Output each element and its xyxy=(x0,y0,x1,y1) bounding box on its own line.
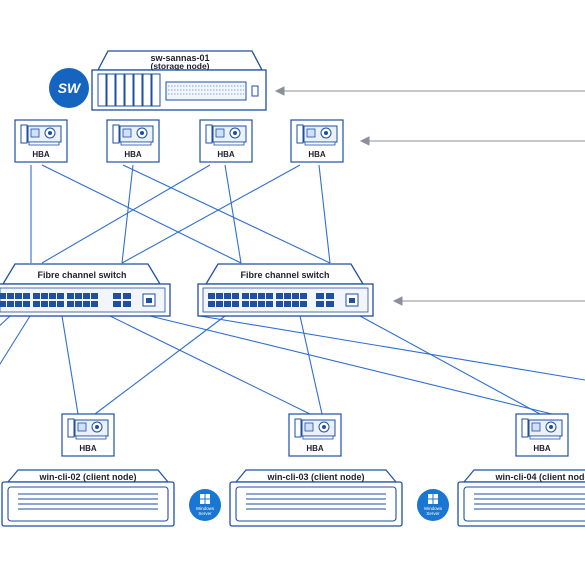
windows-server-badge-2: Windows Server xyxy=(417,489,449,521)
client-node-label: win-cli-03 (client node) xyxy=(266,472,364,482)
storage-node: sw-sannas-01 (storage node) xyxy=(91,50,267,111)
vent-grille xyxy=(165,81,247,101)
windows-server-badge-1: Windows Server xyxy=(189,489,221,521)
storage-node-name: sw-sannas-01 xyxy=(150,53,209,63)
fibre-channel-switch-1: Fibre channel switch xyxy=(0,263,171,317)
client-node-1: win-cli-02 (client node) xyxy=(1,469,175,527)
hba-storage-4: HBA xyxy=(290,119,344,163)
badge-line2: Server xyxy=(198,511,212,516)
hba-label: HBA xyxy=(308,150,326,159)
hba-storage-3: HBA xyxy=(199,119,253,163)
badge-line2: Server xyxy=(426,511,440,516)
drive-bays xyxy=(97,73,161,107)
hba-label: HBA xyxy=(79,444,97,453)
hba-client-3: HBA xyxy=(515,413,569,457)
hba-storage-1: HBA xyxy=(14,119,68,163)
hba-storage-2: HBA xyxy=(106,119,160,163)
hba-client-1: HBA xyxy=(61,413,115,457)
sw-logo: SW xyxy=(49,68,89,108)
hba-label: HBA xyxy=(124,150,142,159)
hba-label: HBA xyxy=(32,150,50,159)
hba-label: HBA xyxy=(217,150,235,159)
badge-line1: Windows xyxy=(424,506,443,511)
windows-logo-icon xyxy=(428,494,438,504)
client-node-2: win-cli-03 (client node) xyxy=(229,469,403,527)
hba-label: HBA xyxy=(306,444,324,453)
fibre-channel-switch-2: Fibre channel switch xyxy=(197,263,374,317)
client-node-label: win-cli-02 (client node) xyxy=(38,472,136,482)
client-node-label: win-cli-04 (client node) xyxy=(494,472,585,482)
switch-label: Fibre channel switch xyxy=(240,270,329,280)
windows-logo-icon xyxy=(200,494,210,504)
badge-line1: Windows xyxy=(196,506,215,511)
connection-lines xyxy=(0,164,585,415)
hba-label: HBA xyxy=(533,444,551,453)
switch-label: Fibre channel switch xyxy=(37,270,126,280)
logo-text: SW xyxy=(58,80,82,96)
client-node-3: win-cli-04 (client node) xyxy=(457,469,585,527)
hba-client-2: HBA xyxy=(288,413,342,457)
reference-arrows xyxy=(274,86,585,306)
storage-node-role: (storage node) xyxy=(150,61,209,71)
